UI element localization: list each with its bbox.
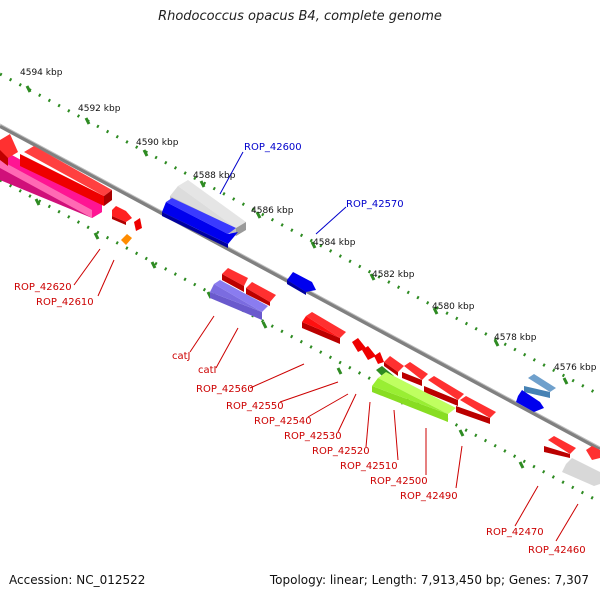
gene-label-rop42550[interactable]: ROP_42550 xyxy=(226,401,284,412)
gene-red-catj-b[interactable] xyxy=(246,282,276,306)
gene-red-rop42470[interactable] xyxy=(544,436,576,458)
gene-blue-long[interactable] xyxy=(162,198,238,248)
gene-red-rop42620[interactable] xyxy=(20,146,112,206)
accession-text: Accession: NC_012522 xyxy=(9,573,146,587)
ruler-label-4576: 4576 kbp xyxy=(554,363,597,373)
gene-lime-long[interactable] xyxy=(372,372,456,422)
gene-label-rop42540[interactable]: ROP_42540 xyxy=(254,416,312,427)
gene-label-rop42520[interactable]: ROP_42520 xyxy=(312,446,370,457)
gene-purple-cati[interactable] xyxy=(210,280,268,320)
gene-label-rop42490[interactable]: ROP_42490 xyxy=(400,491,458,502)
gene-red-left-a[interactable] xyxy=(0,134,18,166)
gene-red-rop42550[interactable] xyxy=(352,338,366,352)
gene-label-rop42530[interactable]: ROP_42530 xyxy=(284,431,342,442)
gene-label-rop42460[interactable]: ROP_42460 xyxy=(528,545,586,556)
gene-label-rop42470[interactable]: ROP_42470 xyxy=(486,527,544,538)
gene-red-rop42560[interactable] xyxy=(302,312,346,344)
gene-label-rop42620[interactable]: ROP_42620 xyxy=(14,282,72,293)
gene-blue-rop42570[interactable] xyxy=(287,272,316,295)
ruler-label-4586: 4586 kbp xyxy=(251,206,294,216)
gene-label-rop42560[interactable]: ROP_42560 xyxy=(196,384,254,395)
gene-red-right-edge[interactable] xyxy=(586,446,600,460)
gene-red-catj-a[interactable] xyxy=(222,268,248,292)
gene-orange-small[interactable] xyxy=(121,234,132,245)
gene-steel-blue[interactable] xyxy=(524,374,556,398)
ruler-label-4578: 4578 kbp xyxy=(494,333,537,343)
ruler-label-4582: 4582 kbp xyxy=(372,270,415,280)
gene-red-rop42500[interactable] xyxy=(424,376,464,406)
gene-red-rop42540[interactable] xyxy=(362,346,376,360)
ruler-label-4580: 4580 kbp xyxy=(432,302,475,312)
map-title: Rhodococcus opacus B4, complete genome xyxy=(158,9,442,24)
gene-red-rop42530[interactable] xyxy=(374,352,384,364)
gene-label-catj[interactable]: catJ xyxy=(172,351,191,362)
gene-red-rop42610[interactable] xyxy=(112,206,132,225)
ruler-label-4584: 4584 kbp xyxy=(313,238,356,248)
gene-label-rop42510[interactable]: ROP_42510 xyxy=(340,461,398,472)
gene-red-rop42490[interactable] xyxy=(456,396,496,424)
gene-red-rop42510[interactable] xyxy=(402,362,428,386)
gene-pink-long[interactable] xyxy=(0,154,102,218)
gene-grey-rop42460[interactable] xyxy=(562,458,600,486)
gene-label-rop42600[interactable]: ROP_42600 xyxy=(244,142,302,153)
gene-red-small-arrow[interactable] xyxy=(134,218,142,231)
ruler-label-4590: 4590 kbp xyxy=(136,138,179,148)
ruler-bottom-ticks xyxy=(34,198,525,469)
ruler-label-4592: 4592 kbp xyxy=(78,104,121,114)
ruler-label-4594: 4594 kbp xyxy=(20,68,63,78)
label-leaders xyxy=(73,151,579,542)
genome-summary-text: Topology: linear; Length: 7,913,450 bp; … xyxy=(269,573,589,587)
ruler-top-dotted xyxy=(0,72,600,397)
gene-label-cati[interactable]: catI xyxy=(198,365,217,376)
gene-label-rop42610[interactable]: ROP_42610 xyxy=(36,297,94,308)
gene-label-rop42570[interactable]: ROP_42570 xyxy=(346,199,404,210)
gene-blue-right[interactable] xyxy=(516,390,544,412)
ruler-label-4588: 4588 kbp xyxy=(193,171,236,181)
ruler-top-ticks xyxy=(25,85,569,385)
gene-red-rop42520[interactable] xyxy=(384,356,404,376)
gene-label-rop42500[interactable]: ROP_42500 xyxy=(370,476,428,487)
